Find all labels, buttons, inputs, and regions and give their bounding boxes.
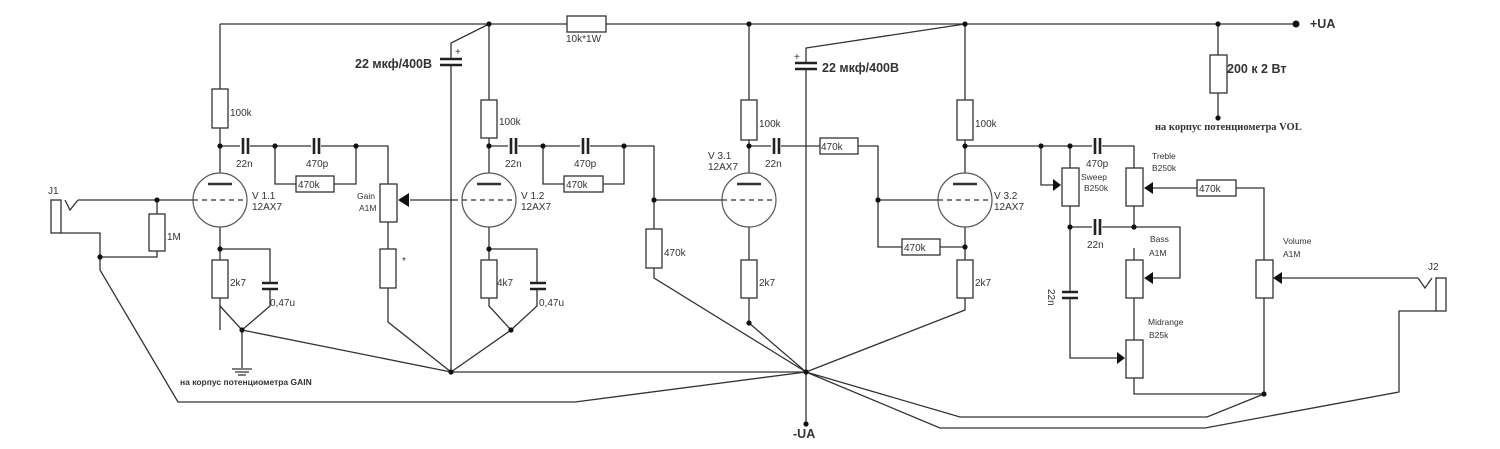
pot-value: A1M	[1283, 249, 1300, 259]
vol-ground-note: на корпус потенциометра VOL	[1155, 122, 1302, 133]
capacitor-label: 22n	[1045, 289, 1056, 306]
pot-value: A1M	[359, 203, 376, 213]
jack-j2[interactable]	[1417, 277, 1447, 312]
capacitor-label: 22n	[1087, 240, 1104, 251]
pot-label: Sweep	[1081, 172, 1107, 182]
potentiometers	[379, 167, 1282, 379]
tube-v1-1	[192, 172, 248, 228]
resistor-label: 100k	[759, 119, 782, 130]
capacitor-label: 0,47u	[270, 298, 295, 309]
tube-type: 12AX7	[994, 202, 1024, 213]
tube-type: 12AX7	[252, 202, 282, 213]
pot-label: Midrange	[1148, 317, 1184, 327]
junction-dots	[97, 20, 1300, 427]
tube-v3-2	[937, 172, 993, 228]
capacitor-label: 22 мкф/400В	[355, 57, 432, 71]
resistor-label: 470k	[664, 248, 687, 259]
resistor-label: 4k7	[497, 278, 514, 289]
tube-v1-2	[461, 172, 517, 228]
pot-label: Volume	[1283, 236, 1312, 246]
ground-icon	[232, 368, 252, 376]
resistor-label: 100k	[975, 119, 998, 130]
pot-label: Treble	[1152, 151, 1176, 161]
capacitor-label: 22n	[236, 159, 253, 170]
tube-type: 12AX7	[521, 202, 551, 213]
tube-type: 12AX7	[708, 162, 738, 173]
resistor-label: 470k	[821, 142, 844, 153]
pot-value: B250k	[1152, 163, 1177, 173]
capacitor-label: 0,47u	[539, 298, 564, 309]
capacitor-label: 470p	[574, 159, 597, 170]
pot-label: Bass	[1150, 234, 1169, 244]
tube-v3-1	[721, 172, 777, 228]
plus-ua-label: +UA	[1310, 17, 1335, 31]
capacitor-label: 22n	[765, 159, 782, 170]
resistor-label: 100k	[230, 108, 253, 119]
resistors	[148, 15, 1237, 299]
resistor-label: 470k	[904, 243, 927, 254]
tube-name: V 3.1	[708, 151, 732, 162]
j2-label: J2	[1428, 262, 1439, 273]
resistor-label: 1M	[167, 232, 181, 243]
pot-value: A1M	[1149, 248, 1166, 258]
resistor-label: 2k7	[759, 278, 776, 289]
resistor-label: 2k7	[975, 278, 992, 289]
resistor-label: 100k	[499, 117, 522, 128]
gain-ground-note: на корпус потенциометра GAIN	[180, 377, 312, 387]
capacitors	[241, 57, 1102, 300]
capacitor-label: 22 мкф/400В	[822, 61, 899, 75]
tube-name: V 1.2	[521, 191, 545, 202]
polarity-mark: +	[794, 52, 800, 63]
resistor-label: 470k	[566, 180, 589, 191]
capacitor-label: 470p	[1086, 159, 1109, 170]
resistor-label: 470k	[1199, 184, 1222, 195]
pot-label: Gain	[357, 191, 375, 201]
resistor-label: *	[402, 256, 406, 267]
resistor-label: 200 к 2 Вт	[1227, 62, 1286, 76]
capacitor-label: 470p	[306, 159, 329, 170]
minus-ua-label: -UA	[793, 427, 815, 441]
capacitor-label: 22n	[505, 159, 522, 170]
tube-name: V 3.2	[994, 191, 1018, 202]
resistor-label: 2k7	[230, 278, 247, 289]
resistor-label: 470k	[298, 180, 321, 191]
polarity-mark: +	[455, 47, 461, 58]
resistor-label: 10k*1W	[566, 34, 602, 45]
j1-label: J1	[48, 186, 59, 197]
tube-name: V 1.1	[252, 191, 276, 202]
pot-value: B250k	[1084, 183, 1109, 193]
pot-value: B25k	[1149, 330, 1169, 340]
jack-j1[interactable]	[50, 199, 79, 234]
